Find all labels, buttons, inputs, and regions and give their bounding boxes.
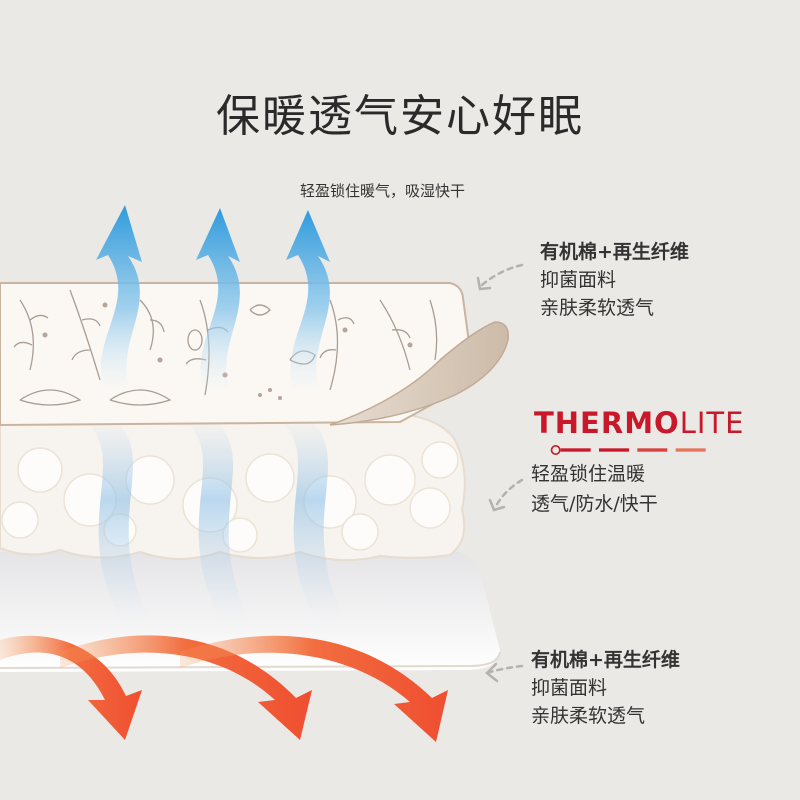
- brand-part-bold: THERMO: [534, 406, 680, 440]
- callout-line: 亲肤柔软透气: [531, 705, 646, 727]
- page-title: 保暖透气安心好眠: [216, 91, 584, 142]
- dashed-pointer-icon: [480, 263, 524, 287]
- brand-logo-text: THERMOLITE: [534, 406, 744, 440]
- dashed-pointer-icon: [494, 478, 524, 508]
- blue-arrows: [96, 205, 330, 395]
- callout-line: 轻盈锁住温暖: [531, 463, 646, 485]
- warm-arrows: [0, 635, 448, 742]
- brand-part-light: LITE: [679, 406, 745, 440]
- callout-line: 抑菌面料: [531, 677, 608, 699]
- wavy-right-arrow-icon: [0, 635, 142, 740]
- fluffy-fill-layer: [0, 412, 466, 562]
- thermometer-bar-icon: [550, 445, 706, 455]
- top-fabric-layer: [0, 282, 509, 427]
- callout-line: 透气/防水/快干: [531, 493, 658, 515]
- wavy-right-arrow-icon: [60, 635, 312, 740]
- callout-pointers: [480, 263, 524, 674]
- callout-line: 亲肤柔软透气: [540, 297, 655, 319]
- callout-top-fabric: 有机棉+再生纤维 抑菌面料 亲肤柔软透气: [540, 238, 689, 322]
- callout-bottom-fabric: 有机棉+再生纤维 抑菌面料 亲肤柔软透气: [531, 646, 680, 730]
- thermolite-brand: THERMOLITE: [534, 406, 744, 459]
- wavy-up-arrow-icon: [196, 208, 240, 395]
- dashed-pointer-icon: [488, 664, 524, 674]
- wavy-up-arrow-icon: [286, 210, 330, 395]
- callout-heading: 有机棉+再生纤维: [531, 649, 680, 671]
- top-caption: 轻盈锁住暖气，吸湿快干: [300, 182, 466, 200]
- callout-mid-fill: 轻盈锁住温暖 透气/防水/快干: [531, 459, 658, 519]
- callout-heading: 有机棉+再生纤维: [540, 241, 689, 263]
- wavy-up-arrow-icon: [96, 205, 142, 395]
- faint-blue-arrows: [85, 420, 345, 620]
- callout-line: 抑菌面料: [540, 269, 617, 291]
- wavy-right-arrow-icon: [180, 635, 448, 742]
